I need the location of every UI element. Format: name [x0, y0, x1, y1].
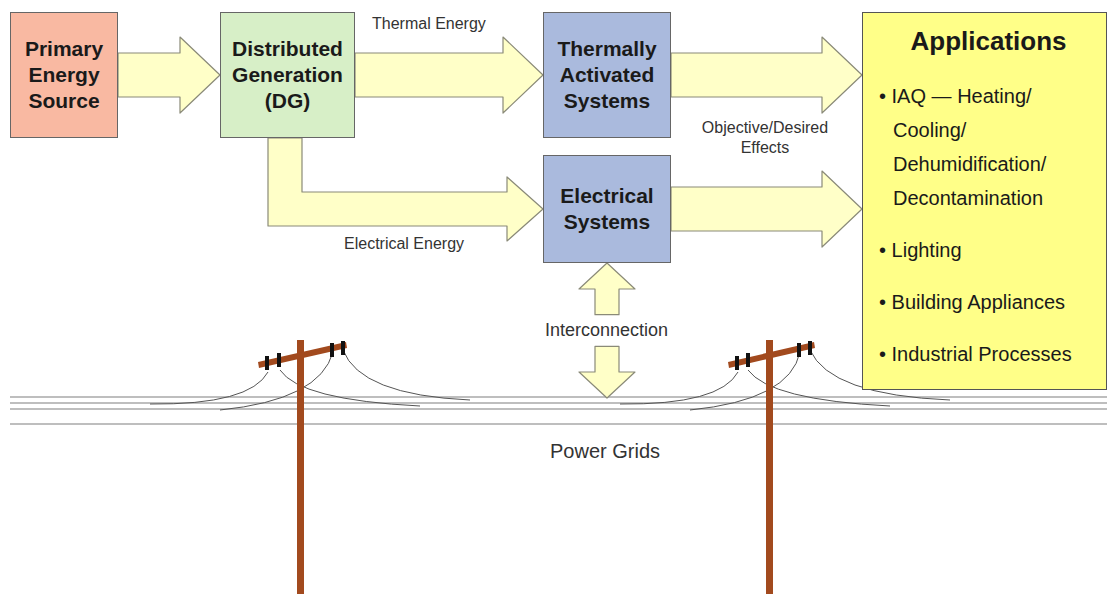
bullet-item: • Lighting — [879, 233, 1098, 267]
block-arrow — [268, 138, 543, 241]
edge-label: Interconnection — [541, 320, 672, 342]
arrow-shape — [671, 37, 862, 113]
block-arrow — [355, 37, 543, 113]
insulator — [330, 343, 334, 357]
block-arrow — [671, 37, 862, 113]
source-box: Primary Energy Source — [10, 12, 118, 138]
insulator — [746, 353, 750, 367]
insulator — [808, 341, 812, 355]
wire — [10, 396, 1107, 397]
insulator — [341, 341, 345, 355]
arrow-shape — [671, 171, 862, 247]
node-label: Distributed Generation (DG) — [227, 36, 348, 115]
node-label: Power Grids — [550, 440, 660, 463]
note-label: Objective/Desired Effects — [680, 118, 850, 158]
wires — [10, 397, 1107, 424]
bullet-item: • Building Appliances — [879, 285, 1098, 319]
wire — [620, 372, 738, 404]
power-grid-band: Power Grids — [380, 398, 830, 478]
block-arrow — [671, 171, 862, 247]
crossarm — [258, 342, 347, 368]
system-box: Thermally Activated Systems — [543, 12, 671, 138]
insulator — [277, 353, 281, 367]
insulator — [735, 356, 739, 370]
node-label: Primary Energy Source — [17, 36, 111, 115]
arrow-shape — [355, 37, 543, 113]
wire — [150, 372, 268, 404]
wire — [343, 350, 470, 400]
insulator — [797, 343, 801, 357]
arrow-shape — [268, 138, 543, 241]
crossarm — [728, 342, 815, 368]
pole — [766, 340, 773, 594]
applications-box: Applications • IAQ — Heating/ Cooling/ De… — [862, 12, 1107, 390]
block-arrow — [118, 37, 220, 113]
arrow-shape — [118, 37, 220, 113]
arrow-shape — [579, 346, 635, 398]
arrow-shape — [579, 263, 635, 315]
box-heading: Applications — [879, 25, 1098, 59]
bullet-item: • Industrial Processes — [879, 337, 1098, 371]
node-label: Electrical Systems — [550, 183, 664, 236]
system-box: Electrical Systems — [543, 155, 671, 263]
sagging-wires — [150, 350, 950, 410]
generation-box: Distributed Generation (DG) — [220, 12, 355, 138]
bullet-item: • IAQ — Heating/ Cooling/ Dehumidificati… — [879, 79, 1098, 215]
pole — [297, 340, 304, 594]
node-label: Thermally Activated Systems — [550, 36, 664, 115]
wire — [10, 423, 1107, 424]
edge-label: Electrical Energy — [344, 234, 464, 253]
edge-label: Thermal Energy — [372, 14, 486, 33]
insulator — [265, 356, 269, 370]
wire — [10, 408, 1107, 409]
utility-pole — [258, 340, 347, 594]
utility-pole — [728, 340, 815, 594]
